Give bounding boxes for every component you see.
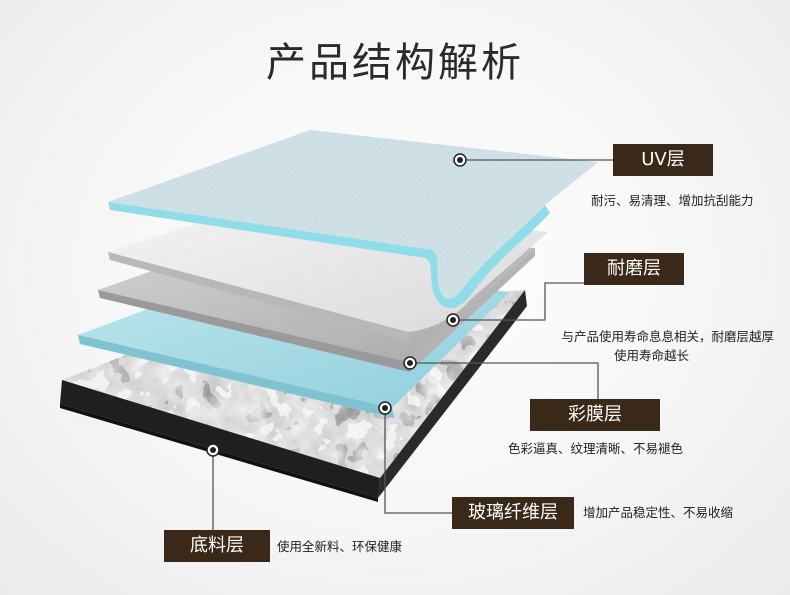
page-title: 产品结构解析 xyxy=(266,40,524,86)
color-layer-tag: 彩膜层 xyxy=(530,399,660,431)
uv-layer-tag: UV层 xyxy=(613,144,713,176)
fiber-layer-desc: 增加产品稳定性、不易收缩 xyxy=(583,505,734,520)
wear-leader-line xyxy=(453,282,584,321)
marker-dots xyxy=(206,153,467,457)
wear-layer-desc-line1: 与产品使用寿命息息相关，耐磨层越厚 xyxy=(561,329,774,344)
base-layer-tag: 底料层 xyxy=(164,530,270,562)
wear-layer-desc-line2: 使用寿命越长 xyxy=(614,348,690,363)
color-layer-desc: 色彩逼真、纹理清晰、不易褪色 xyxy=(508,441,684,456)
base-layer-desc: 使用全新料、环保健康 xyxy=(277,539,403,554)
fiber-leader-line xyxy=(384,408,452,514)
fiber-layer-tag: 玻璃纤维层 xyxy=(452,497,574,529)
uv-layer-desc: 耐污、易清理、增加抗刮能力 xyxy=(591,193,754,208)
uv-layer-shape xyxy=(108,130,598,309)
wear-layer-tag: 耐磨层 xyxy=(584,253,684,285)
